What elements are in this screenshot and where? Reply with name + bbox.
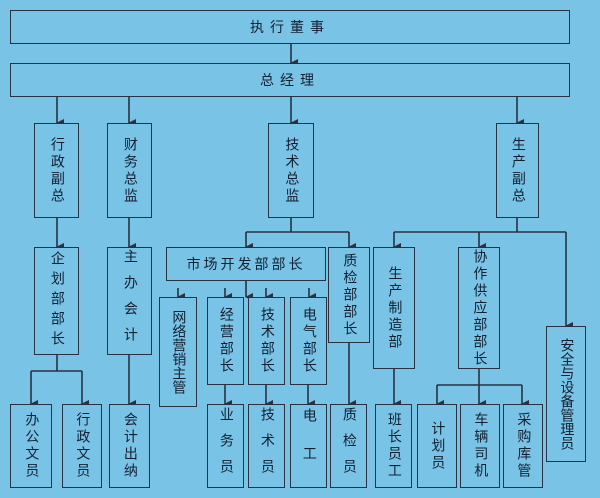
node-electrical-manager: 电气部长 <box>290 297 327 385</box>
node-safety-equipment: 安全与设备管理员 <box>546 326 586 462</box>
node-admin-vp: 行政副总 <box>34 123 79 218</box>
node-team-leader: 班长员工 <box>375 404 412 488</box>
node-inspector: 质检员 <box>330 404 367 488</box>
node-chairman: 执行董事 <box>10 10 570 44</box>
node-technical-director: 技术总监 <box>268 123 314 218</box>
node-technician: 技术员 <box>248 404 285 488</box>
node-general-manager: 总经理 <box>10 63 570 97</box>
node-admin-clerk: 行政文员 <box>62 404 102 488</box>
node-qc-manager: 质检部部长 <box>328 247 370 343</box>
node-driver: 车辆司机 <box>460 404 500 488</box>
node-market-dev-manager: 市场开发部部长 <box>166 247 326 281</box>
node-chief-accountant: 主办会计 <box>107 247 152 355</box>
node-collab-supply-manager: 协作供应部部长 <box>458 247 500 369</box>
node-office-clerk: 办公文员 <box>10 404 52 488</box>
node-finance-director: 财务总监 <box>107 123 152 218</box>
node-purchasing-warehouse: 采购库管 <box>503 404 543 488</box>
node-planning-manager: 企划部部长 <box>34 247 79 355</box>
node-planner: 计划员 <box>417 404 457 488</box>
node-online-marketing: 网络营销主管 <box>159 297 197 407</box>
node-production-vp: 生产副总 <box>496 123 539 218</box>
node-production-dept: 生产制造部 <box>373 247 415 369</box>
node-electrician: 电工 <box>290 404 327 488</box>
node-accountant-cashier: 会计出纳 <box>109 404 150 488</box>
node-operations-manager: 经营部长 <box>207 297 244 385</box>
node-sales-staff: 业务员 <box>207 404 244 488</box>
node-tech-manager: 技术部长 <box>248 297 285 385</box>
